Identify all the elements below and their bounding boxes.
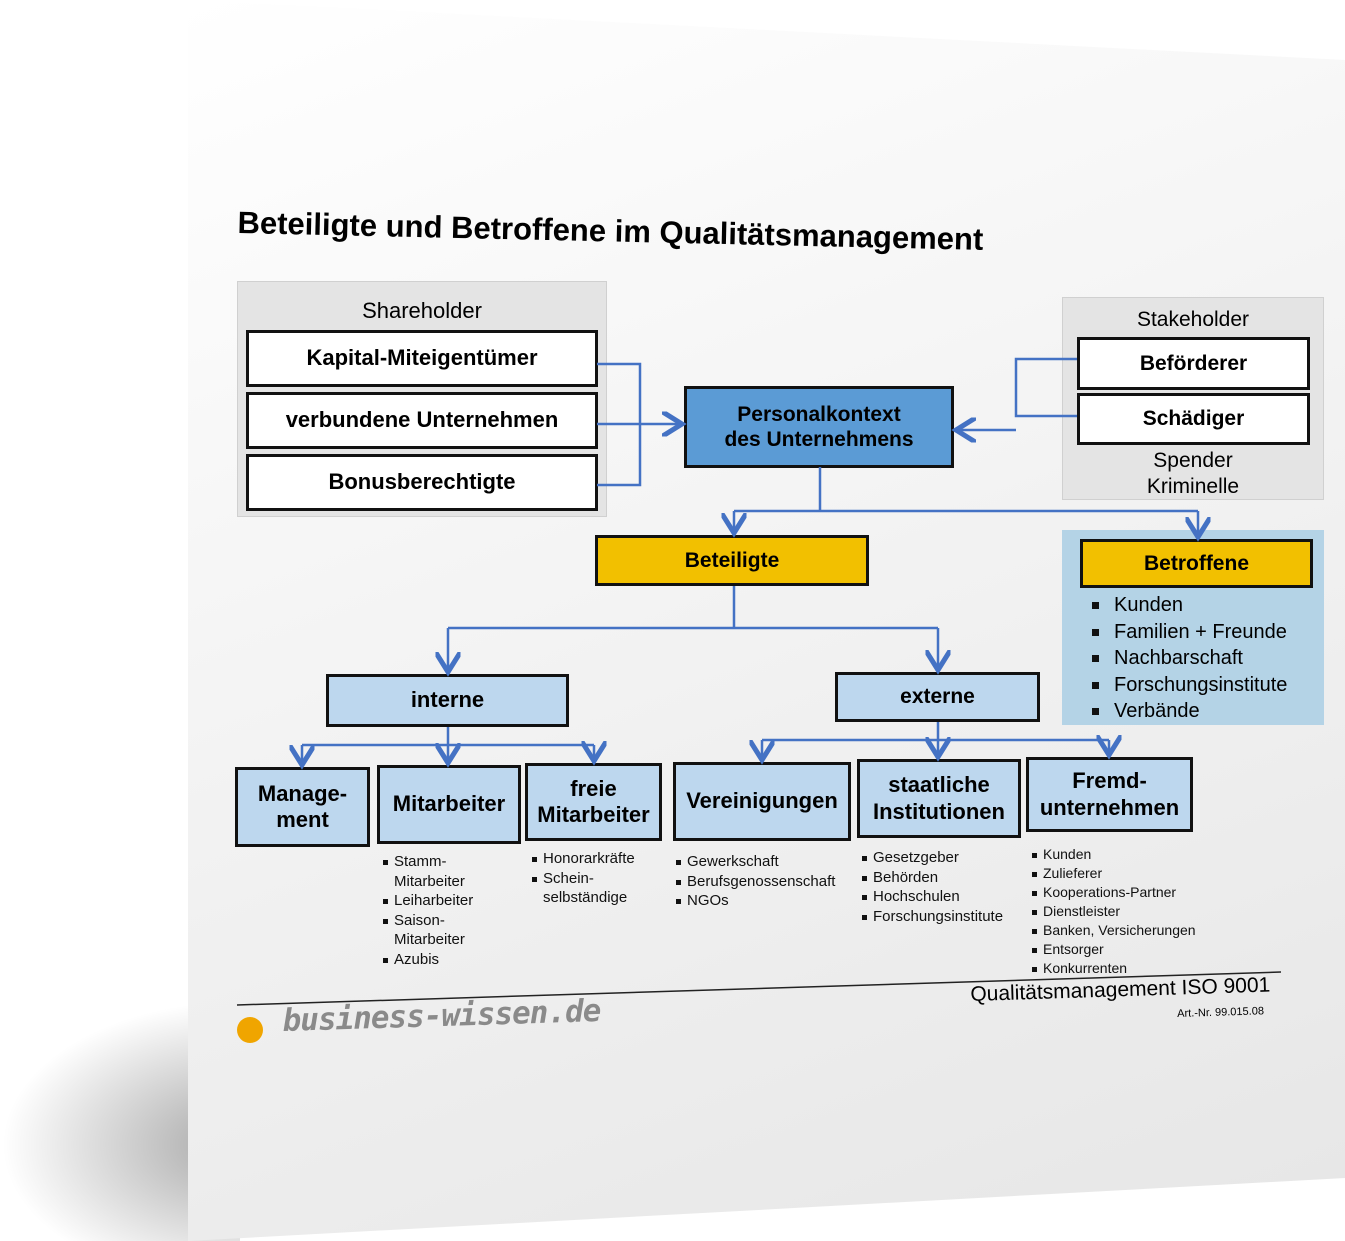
schaediger-box: Schädiger	[1077, 393, 1310, 445]
stakeholder-bracket	[1014, 357, 1077, 418]
list-item: Banken, Versicherungen	[1032, 921, 1222, 940]
list-item: Forschungsinstitute	[862, 907, 1022, 927]
mitarbeiter-list: Stamm- Mitarbeiter Leiharbeiter Saison- …	[383, 852, 503, 969]
stakeholder-label: Stakeholder	[1136, 308, 1250, 331]
box-line: Institutionen	[873, 798, 1005, 824]
box-line: Fremd-	[1072, 768, 1147, 794]
box-line: staatliche	[888, 772, 990, 798]
beteiligte-split	[448, 586, 938, 630]
fremd-list: Kunden Zulieferer Kooperations-Partner D…	[1032, 845, 1222, 978]
list-item: Verbände	[1080, 698, 1287, 725]
interne-box: interne	[326, 674, 569, 727]
list-item: Kunden	[1080, 592, 1287, 619]
externe-split	[762, 722, 1109, 742]
list-item: Schein- selbständige	[532, 869, 662, 908]
list-item: Konkurrenten	[1032, 959, 1222, 978]
list-item: Berufsgenossenschaft	[676, 872, 856, 892]
box-line: Vereinigungen	[686, 788, 838, 814]
betroffene-list: Kunden Familien + Freunde Nachbarschaft …	[1080, 592, 1287, 725]
box-line: Manage-	[257, 780, 348, 806]
befoerderer-box: Beförderer	[1077, 337, 1310, 390]
box-line: Mitarbeiter	[392, 791, 506, 817]
list-item: Familien + Freunde	[1080, 619, 1287, 646]
bonus-box: Bonusberechtigte	[246, 454, 598, 511]
list-item: Kooperations-Partner	[1032, 883, 1222, 902]
box-line: freie	[570, 775, 617, 801]
list-item: Stamm- Mitarbeiter	[383, 852, 503, 891]
logo-dot	[237, 1017, 263, 1043]
center-line1: Personalkontext	[737, 402, 901, 426]
list-item: Saison- Mitarbeiter	[383, 911, 503, 950]
center-down	[734, 467, 1198, 513]
spender-label: Spender	[1153, 449, 1233, 472]
kapital-box: Kapital-Miteigentümer	[246, 330, 598, 387]
list-item: Leiharbeiter	[383, 891, 503, 911]
list-item: Behörden	[862, 868, 1022, 888]
kriminelle-label: Kriminelle	[1146, 475, 1240, 498]
interne-split	[302, 727, 594, 747]
list-item: Gewerkschaft	[676, 852, 856, 872]
list-item: Honorarkräfte	[532, 849, 662, 869]
box-line: Mitarbeiter	[537, 802, 650, 827]
list-item: Zulieferer	[1032, 864, 1222, 883]
list-item: Azubis	[383, 950, 503, 970]
list-item: Gesetzgeber	[862, 848, 1022, 868]
list-item: Dienstleister	[1032, 902, 1222, 921]
staatliche-list: Gesetzgeber Behörden Hochschulen Forschu…	[862, 848, 1022, 926]
vereinigungen-list: Gewerkschaft Berufsgenossenschaft NGOs	[676, 852, 856, 911]
freie-list: Honorarkräfte Schein- selbständige	[532, 849, 662, 908]
list-item: Forschungsinstitute	[1080, 672, 1287, 699]
list-item: Hochschulen	[862, 887, 1022, 907]
mitarbeiter-box: Mitarbeiter	[377, 765, 521, 844]
verbundene-box: verbundene Unternehmen	[246, 392, 598, 449]
management-box: Manage-ment	[235, 767, 370, 847]
externe-box: externe	[835, 672, 1040, 722]
beteiligte-box: Beteiligte	[595, 535, 869, 586]
list-item: NGOs	[676, 891, 856, 911]
stakeholder-extra: Spender Kriminelle	[1063, 448, 1323, 500]
footer-rule	[236, 971, 1282, 1006]
box-line: ment	[276, 807, 329, 832]
center-line2: des Unternehmens	[724, 428, 914, 451]
list-item: Nachbarschaft	[1080, 645, 1287, 672]
list-item: Kunden	[1032, 845, 1222, 864]
box-line: unternehmen	[1039, 794, 1180, 820]
shareholder-label: Shareholder	[362, 298, 482, 323]
list-item: Entsorger	[1032, 940, 1222, 959]
